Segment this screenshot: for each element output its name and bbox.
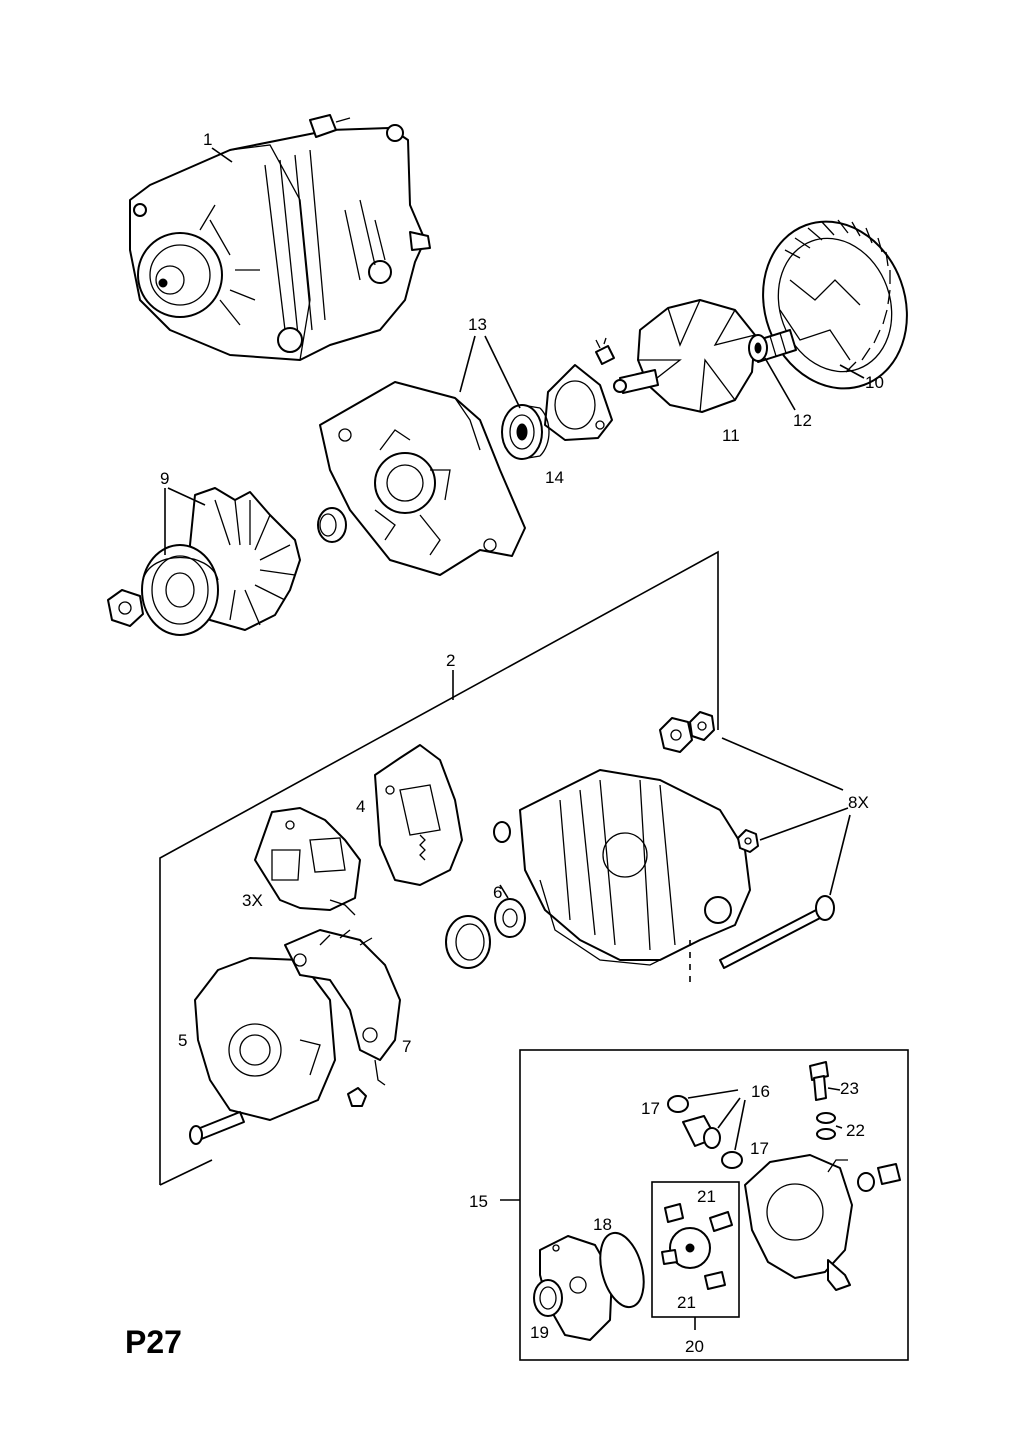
small-ring [493,821,511,843]
pump-rotor [669,1227,711,1269]
callout-17-upper: 17 [641,1099,660,1118]
leader-lines [164,147,865,1151]
pulley-and-fan [141,487,301,636]
alternator-assembly [129,114,431,361]
rotor-screw [595,337,615,365]
voltage-regulator [374,744,463,886]
callout-17-lower: 17 [750,1139,769,1158]
callout-22: 22 [846,1121,865,1140]
callout-11: 11 [722,426,740,445]
brush-holder [254,807,361,916]
pulley-nut [107,589,144,627]
callout-13: 13 [468,315,487,334]
seal-ring [445,915,491,969]
o-ring [599,1231,645,1309]
terminal-nut-lower [737,829,759,853]
rectifier-screw [347,1087,367,1107]
stator [762,219,908,390]
callout-21-lower: 21 [677,1293,696,1312]
washer-upper [667,1095,689,1113]
callout-2: 2 [446,651,455,670]
end-cover [194,957,336,1121]
callout-4: 4 [356,797,365,816]
pump-washers [816,1112,836,1140]
rear-bearing [494,898,526,938]
callout-18: 18 [593,1215,612,1234]
rear-housing [519,769,751,966]
callout-3x: 3X [242,891,263,910]
callout-21-upper: 21 [697,1187,716,1206]
callout-16: 16 [751,1082,770,1101]
vane-kit-box [651,1181,740,1330]
check-valve-fitting [682,1115,721,1149]
rotor-rear-bearing [748,334,768,362]
callout-6: 6 [493,883,502,902]
callout-20: 20 [685,1337,704,1356]
callout-1: 1 [203,130,212,149]
rotor [613,299,797,413]
washer-lower [721,1151,743,1169]
front-bearing [501,404,550,460]
callout-15: 15 [469,1192,488,1211]
assembly-2-bracket [159,550,719,1186]
callout-9: 9 [160,469,169,488]
callout-10: 10 [865,373,884,392]
page-code: P27 [125,1324,182,1360]
end-cover-bolt [189,1111,245,1145]
callout-19: 19 [530,1323,549,1342]
retainer-plate [544,364,613,441]
pump-housing [744,1154,853,1291]
terminal-nut-upper [689,711,715,741]
pump-vanes [661,1203,733,1290]
side-fitting [857,1163,901,1192]
callout-14: 14 [545,468,564,487]
cover-seal [533,1279,563,1317]
spacer-collar [317,507,347,543]
callout-12: 12 [793,411,812,430]
rectifier [284,929,401,1086]
callout-8x: 8X [848,793,869,812]
callout-23: 23 [840,1079,859,1098]
callout-5: 5 [178,1031,187,1050]
callout-labels: 1 13 10 12 11 14 9 2 8X 4 6 3X 5 7 16 23… [160,130,884,1356]
inset-box [500,1049,909,1361]
callout-7: 7 [402,1037,411,1056]
pump-bolt [809,1061,829,1101]
drive-end-housing [319,381,526,576]
terminal-nut-large [659,717,693,753]
through-bolt [719,895,835,969]
